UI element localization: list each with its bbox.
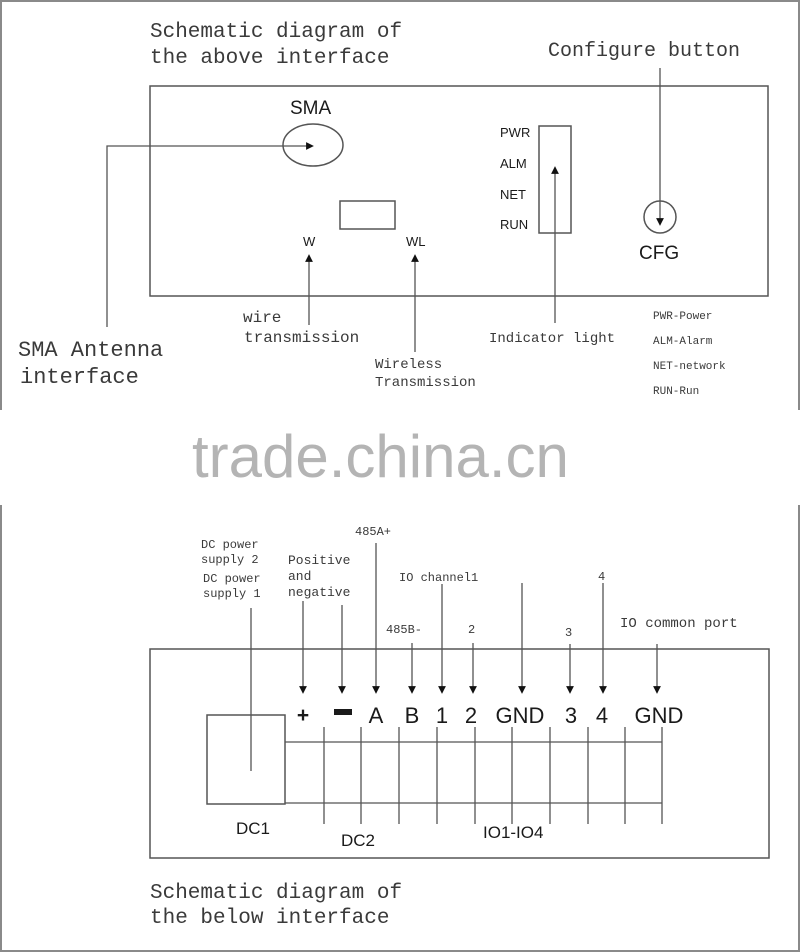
legend-alm: ALM-Alarm: [653, 336, 713, 348]
terminal-4: 4: [596, 703, 608, 728]
posneg-line3: negative: [288, 585, 350, 600]
terminal-3: 3: [565, 703, 577, 728]
top-panel: [149, 85, 769, 297]
terminal-a: A: [369, 703, 384, 728]
dc1-callout-line2: supply 1: [203, 587, 261, 601]
terminal-gnd-2: GND: [635, 703, 684, 728]
terminal-1: 1: [436, 703, 448, 728]
dc1-jack: [206, 714, 286, 805]
configure-button-label: Configure button: [548, 40, 740, 63]
io-common-callout: IO common port: [620, 616, 738, 632]
terminal-gnd-1: GND: [496, 703, 545, 728]
io-channel-callout: IO channel1: [399, 571, 478, 585]
terminal-plus: +: [297, 704, 309, 727]
bottom-title-line2: the below interface: [150, 907, 389, 930]
terminal-b: B: [405, 703, 420, 728]
led-pwr: PWR: [500, 125, 530, 140]
bottom-title-line1: Schematic diagram of: [150, 882, 402, 905]
wire-mode-switch: [339, 200, 396, 230]
wl-label: WL: [406, 234, 426, 249]
cfg-label: CFG: [639, 243, 679, 264]
led-net: NET: [500, 187, 526, 202]
led-legend: PWR-Power ALM-Alarm NET-network RUN-Run: [653, 311, 726, 398]
sma-antenna-line2: interface: [20, 365, 139, 390]
485a-callout: 485A+: [355, 525, 391, 539]
wire-line1: wire: [243, 309, 281, 327]
indicator-light-label: Indicator light: [489, 331, 615, 347]
dc2-label: DC2: [341, 831, 375, 850]
legend-run: RUN-Run: [653, 386, 699, 398]
sma-connector: [282, 123, 344, 167]
led-run: RUN: [500, 217, 528, 232]
terminal-labels: + A B 1 2 GND 3 4 GND: [297, 703, 684, 728]
dc2-callout-line1: DC power: [201, 538, 259, 552]
posneg-line1: Positive: [288, 553, 350, 568]
terminal-2: 2: [465, 703, 477, 728]
485b-callout: 485B-: [386, 623, 422, 637]
top-diagram: Schematic diagram of the above interface…: [18, 21, 769, 398]
led-alm: ALM: [500, 156, 527, 171]
watermark: trade.china.cn: [192, 423, 569, 490]
terminal-minus-bar: [334, 709, 352, 715]
sma-label: SMA: [290, 98, 332, 119]
watermark-band: [0, 410, 800, 505]
ch4-callout: 4: [598, 570, 605, 584]
terminal-callout-arrows: [299, 543, 661, 694]
sma-callout-line: [106, 142, 314, 327]
wireless-line1: Wireless: [375, 357, 442, 373]
bottom-diagram: DC power supply 2 DC power supply 1 Posi…: [149, 525, 770, 930]
bottom-panel: [149, 648, 770, 859]
top-title-line2: the above interface: [150, 47, 389, 70]
dc1-callout-line1: DC power: [203, 572, 261, 586]
terminal-dividers: [323, 727, 663, 824]
legend-pwr: PWR-Power: [653, 311, 712, 323]
ch2-callout: 2: [468, 623, 475, 637]
ch3-callout: 3: [565, 626, 572, 640]
legend-net: NET-network: [653, 361, 726, 373]
w-label: W: [303, 234, 316, 249]
dc1-label: DC1: [236, 819, 270, 838]
wireless-line2: Transmission: [375, 375, 476, 391]
sma-antenna-line1: SMA Antenna: [18, 338, 163, 363]
io-range-label: IO1-IO4: [483, 823, 543, 842]
posneg-line2: and: [288, 569, 311, 584]
wire-line2: transmission: [244, 329, 359, 347]
top-title-line1: Schematic diagram of: [150, 21, 402, 44]
dc2-callout-line2: supply 2: [201, 553, 259, 567]
